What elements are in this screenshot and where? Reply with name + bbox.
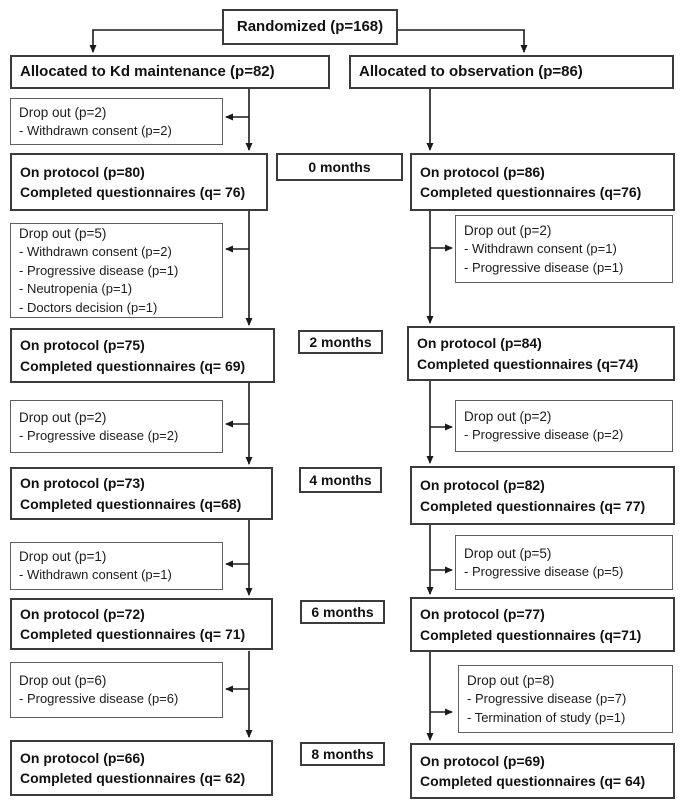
dropout-item: - Progressive disease (p=2) <box>19 427 179 443</box>
dropout-title: Drop out (p=8) <box>467 672 555 688</box>
dropout-title: Drop out (p=5) <box>464 545 552 561</box>
left-dropout-box-1: Drop out (p=2) - Withdrawn consent (p=2) <box>10 98 223 145</box>
dropout-title: Drop out (p=5) <box>19 226 107 242</box>
left-on-protocol-box-0m: On protocol (p=80) Completed questionnai… <box>10 153 268 211</box>
on-protocol-line: On protocol (p=73) <box>20 475 145 492</box>
dropout-item: - Withdrawn consent (p=1) <box>19 567 172 583</box>
questionnaires-line: Completed questionnaires (q= 69) <box>20 357 246 374</box>
right-dropout-box-2: Drop out (p=2) - Progressive disease (p=… <box>455 400 673 452</box>
on-protocol-line: On protocol (p=86) <box>420 163 545 180</box>
dropout-item: - Doctors decision (p=1) <box>19 299 158 315</box>
timepoint-label: 6 months <box>311 604 374 620</box>
on-protocol-line: On protocol (p=75) <box>20 337 145 354</box>
on-protocol-line: On protocol (p=72) <box>20 605 145 622</box>
left-dropout-box-3: Drop out (p=2) - Progressive disease (p=… <box>10 400 223 453</box>
dropout-item: - Withdrawn consent (p=2) <box>19 244 172 260</box>
questionnaires-line: Completed questionnaires (q= 71) <box>20 626 246 642</box>
left-on-protocol-box-2m: On protocol (p=75) Completed questionnai… <box>10 328 275 383</box>
on-protocol-line: On protocol (p=82) <box>420 477 545 494</box>
dropout-item: - Withdrawn consent (p=1) <box>464 241 617 257</box>
on-protocol-line: On protocol (p=77) <box>420 606 545 623</box>
questionnaires-line: Completed questionnaires (q=71) <box>420 626 642 643</box>
dropout-item: - Termination of study (p=1) <box>467 709 626 725</box>
questionnaires-line: Completed questionnaires (q= 62) <box>20 770 246 786</box>
questionnaires-line: Completed questionnaires (q=76) <box>420 184 642 200</box>
dropout-title: Drop out (p=2) <box>19 104 107 120</box>
randomized-box: Randomized (p=168) <box>222 9 398 45</box>
timepoint-box-4-months: 4 months <box>299 467 382 493</box>
right-on-protocol-box-2m: On protocol (p=84) Completed questionnai… <box>407 326 675 381</box>
left-on-protocol-box-6m: On protocol (p=72) Completed questionnai… <box>10 598 273 650</box>
dropout-item: - Progressive disease (p=6) <box>19 691 179 707</box>
timepoint-label: 8 months <box>311 746 374 762</box>
right-on-protocol-box-4m: On protocol (p=82) Completed questionnai… <box>410 466 675 525</box>
left-dropout-box-4: Drop out (p=1) - Withdrawn consent (p=1) <box>10 542 223 590</box>
right-on-protocol-box-0m: On protocol (p=86) Completed questionnai… <box>410 153 675 211</box>
dropout-item: - Progressive disease (p=1) <box>464 259 624 275</box>
questionnaires-line: Completed questionnaires (q= 64) <box>420 773 646 789</box>
right-dropout-box-4: Drop out (p=8) - Progressive disease (p=… <box>458 665 673 733</box>
dropout-item: - Withdrawn consent (p=2) <box>19 122 172 138</box>
questionnaires-line: Completed questionnaires (q= 76) <box>20 184 246 200</box>
right-allocation-label: Allocated to observation (p=86) <box>359 63 583 81</box>
on-protocol-line: On protocol (p=84) <box>417 335 542 352</box>
randomized-label: Randomized (p=168) <box>236 18 384 36</box>
timepoint-box-6-months: 6 months <box>300 600 385 624</box>
left-on-protocol-box-8m: On protocol (p=66) Completed questionnai… <box>10 740 273 796</box>
right-dropout-box-1: Drop out (p=2) - Withdrawn consent (p=1)… <box>455 215 673 283</box>
right-dropout-box-3: Drop out (p=5) - Progressive disease (p=… <box>455 535 673 590</box>
timepoint-label: 4 months <box>309 472 372 488</box>
right-allocation-box: Allocated to observation (p=86) <box>349 55 674 89</box>
left-allocation-label: Allocated to Kd maintenance (p=82) <box>20 63 275 81</box>
dropout-title: Drop out (p=2) <box>19 409 107 425</box>
dropout-title: Drop out (p=2) <box>464 409 552 425</box>
dropout-item: - Progressive disease (p=1) <box>19 262 179 278</box>
left-on-protocol-box-4m: On protocol (p=73) Completed questionnai… <box>10 467 273 520</box>
dropout-item: - Progressive disease (p=2) <box>464 427 624 443</box>
questionnaires-line: Completed questionnaires (q=74) <box>417 355 639 372</box>
questionnaires-line: Completed questionnaires (q=68) <box>20 495 242 512</box>
timepoint-label: 0 months <box>308 159 371 175</box>
timepoint-box-0-months: 0 months <box>276 153 403 181</box>
dropout-item: - Progressive disease (p=5) <box>464 563 624 579</box>
left-dropout-box-2: Drop out (p=5) - Withdrawn consent (p=2)… <box>10 223 223 318</box>
on-protocol-line: On protocol (p=69) <box>420 752 545 769</box>
dropout-item: - Neutropenia (p=1) <box>19 281 133 297</box>
right-on-protocol-box-6m: On protocol (p=77) Completed questionnai… <box>410 597 675 652</box>
timepoint-label: 2 months <box>309 334 372 350</box>
dropout-item: - Progressive disease (p=7) <box>467 691 627 707</box>
dropout-title: Drop out (p=6) <box>19 673 107 689</box>
timepoint-box-2-months: 2 months <box>298 330 383 354</box>
left-dropout-box-5: Drop out (p=6) - Progressive disease (p=… <box>10 662 223 718</box>
on-protocol-line: On protocol (p=80) <box>20 163 145 180</box>
on-protocol-line: On protocol (p=66) <box>20 749 145 766</box>
left-allocation-box: Allocated to Kd maintenance (p=82) <box>10 55 330 89</box>
questionnaires-line: Completed questionnaires (q= 77) <box>420 497 646 514</box>
right-on-protocol-box-8m: On protocol (p=69) Completed questionnai… <box>410 743 675 799</box>
dropout-title: Drop out (p=1) <box>19 549 107 565</box>
timepoint-box-8-months: 8 months <box>300 742 385 766</box>
dropout-title: Drop out (p=2) <box>464 222 552 238</box>
